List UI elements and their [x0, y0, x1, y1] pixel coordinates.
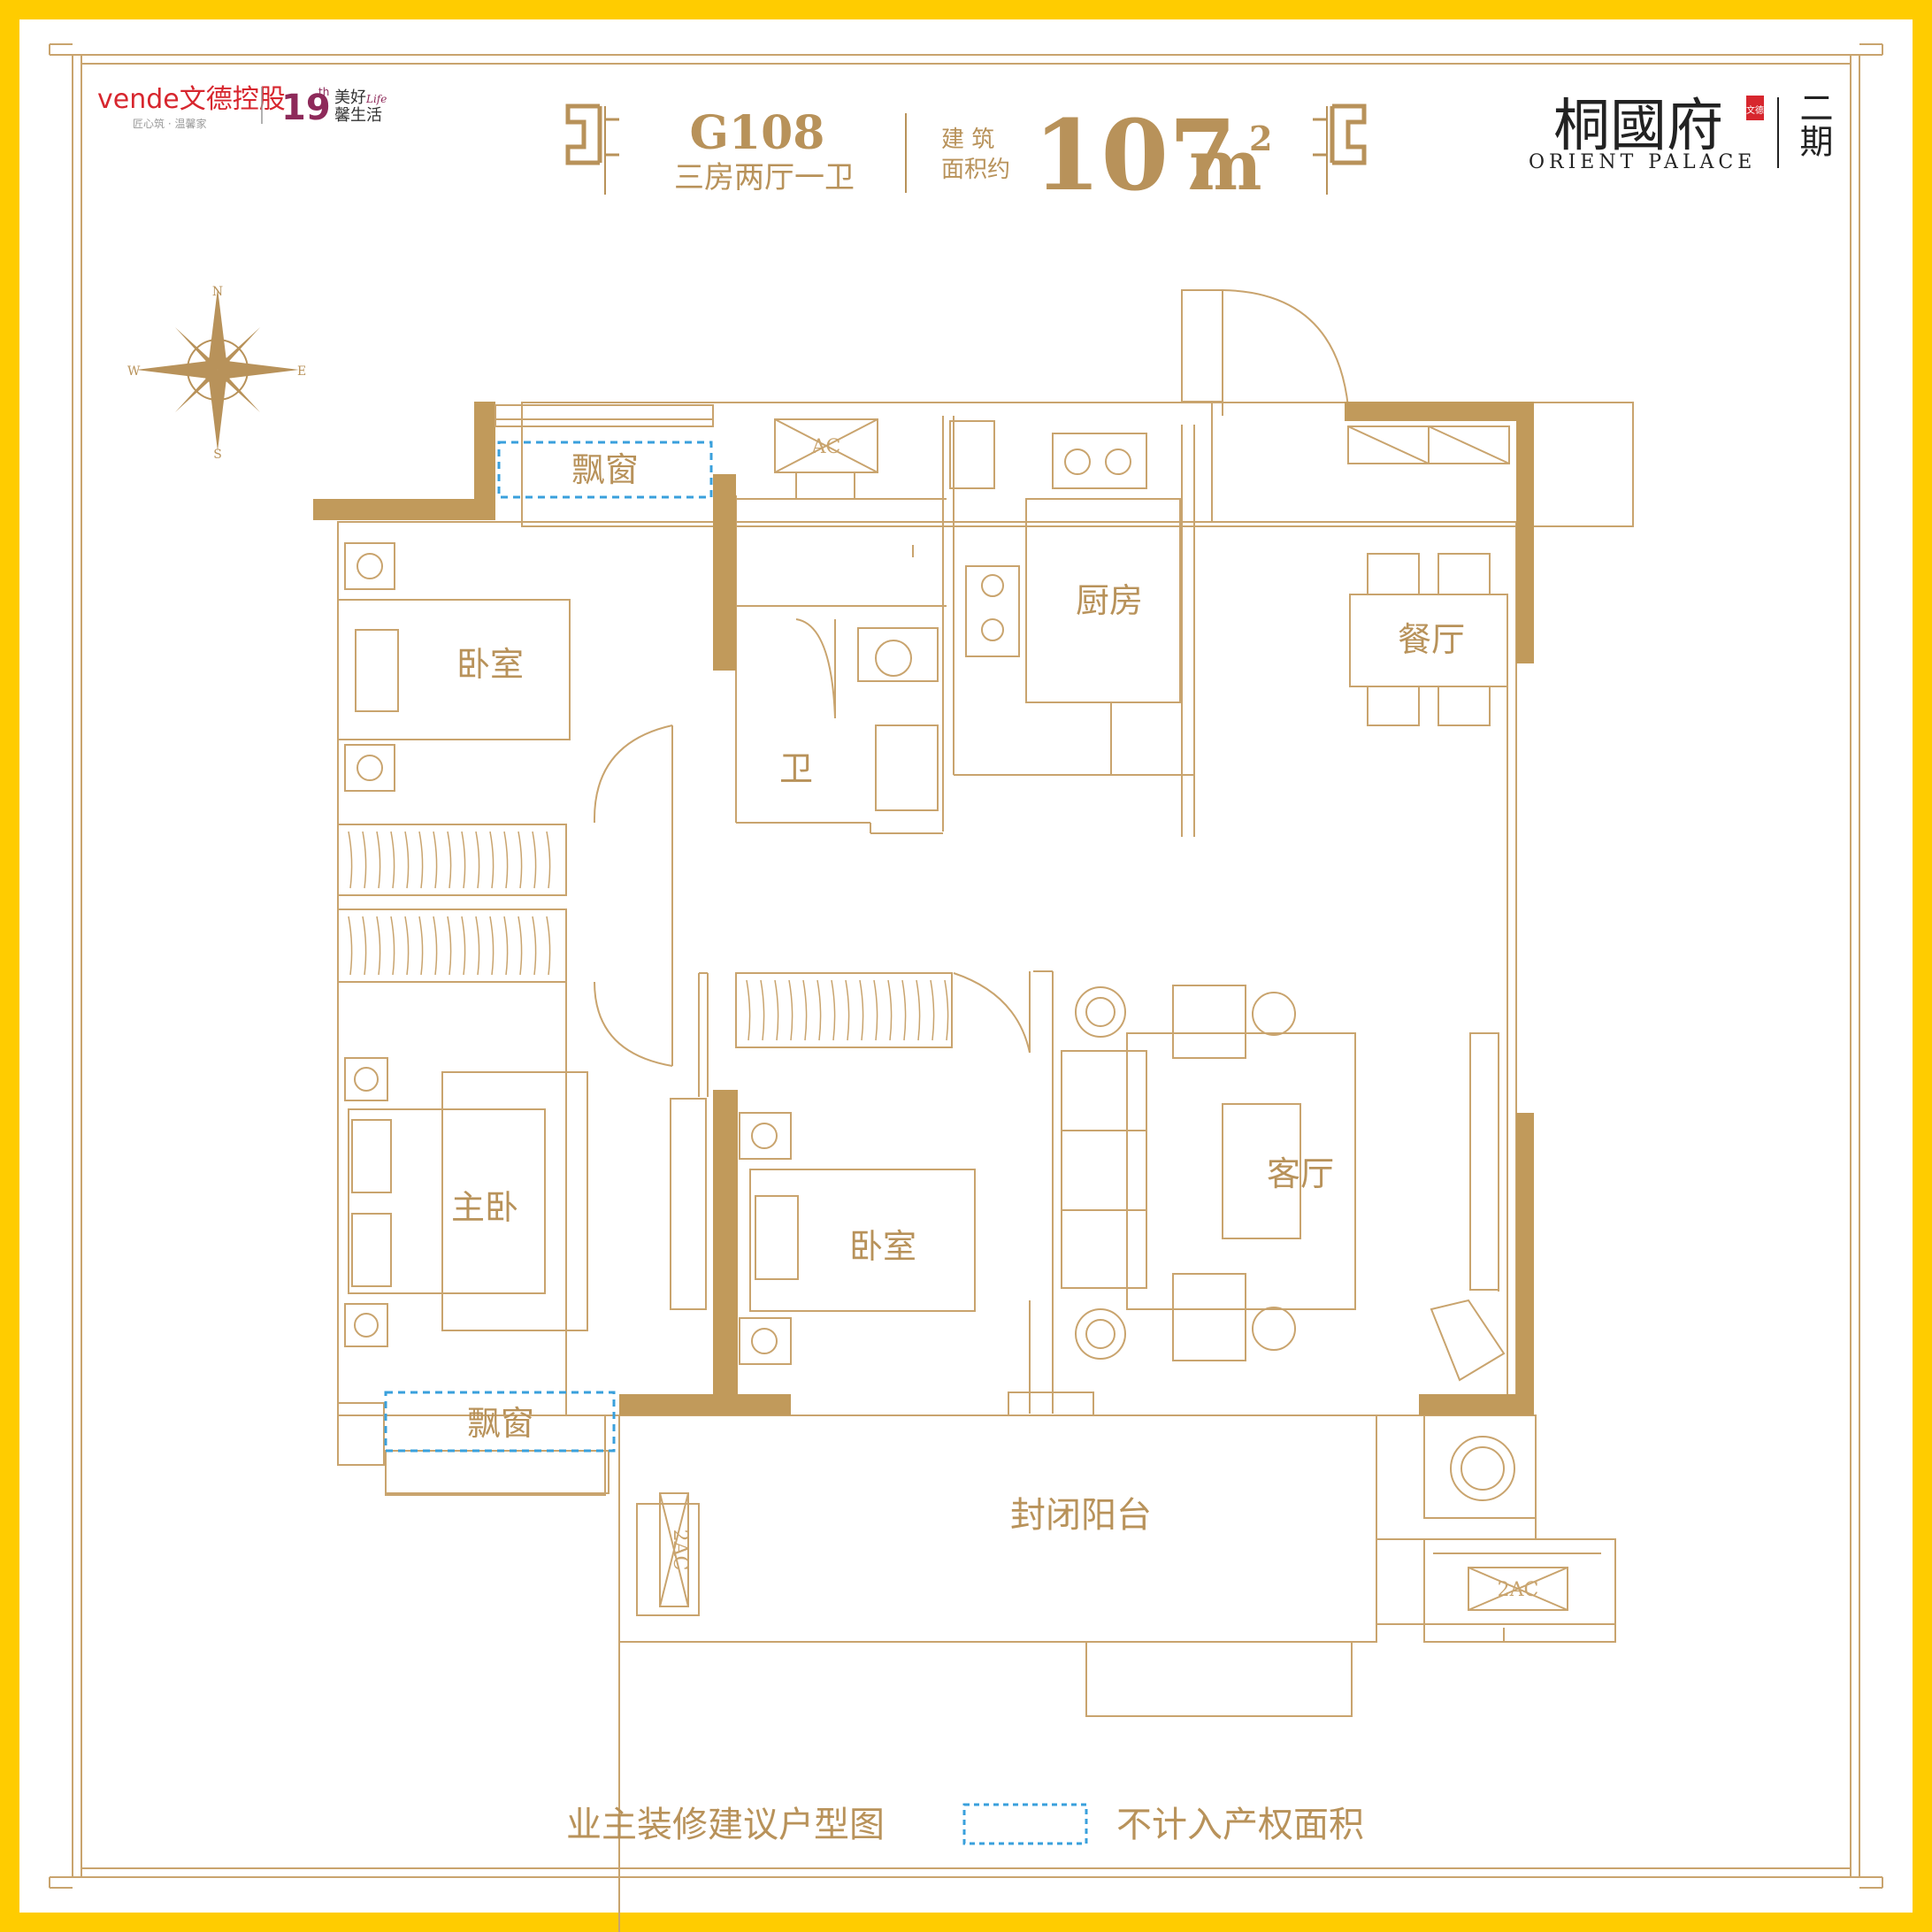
- bay-window-top-outline: [497, 441, 713, 499]
- wardrobe-hanger-line: [376, 831, 381, 889]
- layout-label: 三房两厅一卫: [674, 160, 855, 196]
- paper-background: [19, 19, 1913, 1913]
- wardrobe-hanger-line: [404, 916, 410, 976]
- wardrobe-hanger-line: [475, 916, 480, 976]
- wardrobe-hanger-line: [887, 979, 893, 1041]
- area-label-1: 建 筑: [941, 126, 994, 153]
- plan-fixtures: [337, 404, 1568, 1611]
- wardrobe-hanger-line: [390, 831, 395, 889]
- wardrobe-hanger-line: [489, 916, 494, 976]
- wardrobe-hanger-line: [873, 979, 878, 1041]
- svg-text:19: 19: [281, 88, 331, 128]
- project-seal: [1746, 96, 1764, 120]
- wardrobe-hanger-line: [518, 831, 523, 889]
- wardrobe-hanger-line: [930, 979, 935, 1041]
- wardrobe-hanger-line: [532, 831, 537, 889]
- svg-text:vende文德控股: vende文德控股: [97, 84, 286, 115]
- wardrobe-hanger-line: [475, 831, 480, 889]
- wardrobe-hanger-line: [418, 831, 424, 889]
- compass-w: W: [127, 364, 141, 379]
- wardrobe-hanger-line: [831, 979, 836, 1041]
- brand-badge: 19 th 美好 Life 馨生活: [281, 86, 387, 128]
- label-dining: 餐厅: [1398, 620, 1465, 659]
- footer-caption: 业主装修建议户型图: [566, 1805, 885, 1845]
- svg-text:馨生活: 馨生活: [334, 106, 382, 125]
- label-ac-right: 2AC: [1498, 1579, 1539, 1601]
- wardrobe-hanger-line: [362, 831, 367, 889]
- label-balcony: 封闭阳台: [1010, 1495, 1152, 1536]
- ornament-left: [565, 104, 619, 195]
- label-kitchen: 厨房: [1076, 581, 1143, 620]
- project-seal-text: 文德: [1746, 104, 1764, 116]
- wardrobe-hanger-line: [461, 831, 466, 889]
- project-phase: 二期: [1794, 90, 1833, 157]
- wardrobe-hanger-line: [802, 979, 808, 1041]
- compass-n: N: [212, 285, 223, 299]
- wardrobe-hanger-line: [546, 916, 551, 976]
- legend-text: 不计入产权面积: [1116, 1805, 1364, 1845]
- label-bedroom-s: 卧室: [849, 1227, 916, 1266]
- wardrobe-hanger-line: [348, 831, 353, 889]
- wardrobe-hanger-line: [390, 916, 395, 976]
- wardrobe-hanger-line: [348, 916, 353, 976]
- wardrobe-hanger-line: [376, 916, 381, 976]
- area-value: 107: [1033, 98, 1237, 212]
- svg-text:th: th: [318, 86, 329, 98]
- wardrobe-hanger-line: [489, 831, 494, 889]
- project-name-en: ORIENT PALACE: [1529, 151, 1756, 173]
- project-name-cn: 桐國府: [1553, 94, 1723, 159]
- wardrobe-hanger-line: [362, 916, 367, 976]
- bay-window-bottom-outline: [384, 1391, 616, 1453]
- wardrobe-hanger-line: [503, 831, 509, 889]
- wardrobe-hanger-line: [859, 979, 864, 1041]
- compass-s: S: [213, 448, 222, 462]
- wardrobe-hanger-line: [546, 831, 551, 889]
- plan-walls: [313, 402, 1534, 1415]
- svg-text:匠心筑 · 温馨家: 匠心筑 · 温馨家: [133, 117, 206, 130]
- wardrobe-hanger-line: [845, 979, 850, 1041]
- svg-text:Life: Life: [365, 93, 387, 105]
- wardrobe-hanger-line: [418, 916, 424, 976]
- unit-code: G108: [690, 106, 825, 160]
- developer-logo: vende文德控股 匠心筑 · 温馨家: [97, 84, 286, 130]
- wardrobe-hanger-line: [944, 979, 949, 1041]
- label-ac-top: AC: [811, 436, 841, 458]
- wardrobe-hanger-line: [746, 979, 751, 1041]
- wardrobe-hanger-line: [461, 916, 466, 976]
- wardrobe-hanger-line: [433, 916, 438, 976]
- decorative-border: [49, 43, 1883, 1889]
- label-living: 客厅: [1267, 1154, 1334, 1193]
- label-bathroom: 卫: [779, 749, 813, 788]
- area-unit: m: [1189, 126, 1262, 206]
- wardrobe-hanger-line: [916, 979, 921, 1041]
- label-ac-left: 2AC: [669, 1530, 691, 1571]
- ornament-right: [1313, 104, 1367, 195]
- area-unit-sup: 2: [1249, 119, 1272, 158]
- compass-rose-icon: N S E W: [127, 285, 306, 462]
- label-bedroom-nw: 卧室: [456, 645, 524, 684]
- wardrobe-hanger-line: [503, 916, 509, 976]
- wardrobe-hanger-line: [433, 831, 438, 889]
- floor-plan: 飘窗 卧室 卫 厨房 餐厅 主卧 卧室 客厅 飘窗 封闭阳台 AC 2AC 2A…: [313, 289, 1634, 1932]
- wardrobe-hanger-line: [816, 979, 822, 1041]
- label-master-bedroom: 主卧: [451, 1188, 518, 1227]
- wardrobe-hanger-line: [404, 831, 410, 889]
- area-label-2: 面积约: [941, 157, 1010, 183]
- label-bay-window-top: 飘窗: [571, 450, 639, 489]
- legend-dashed-box: [962, 1803, 1088, 1845]
- wardrobe-hanger-line: [774, 979, 779, 1041]
- wardrobe-hanger-line: [901, 979, 907, 1041]
- svg-text:美好: 美好: [334, 88, 366, 107]
- wardrobe-hatching: [348, 831, 949, 1041]
- compass-e: E: [297, 364, 306, 379]
- wardrobe-hanger-line: [447, 916, 452, 976]
- wardrobe-hanger-line: [788, 979, 794, 1041]
- wardrobe-hanger-line: [518, 916, 523, 976]
- wardrobe-hanger-line: [447, 831, 452, 889]
- wardrobe-hanger-line: [532, 916, 537, 976]
- label-bay-window-bottom: 飘窗: [467, 1404, 534, 1443]
- wardrobe-hanger-line: [760, 979, 765, 1041]
